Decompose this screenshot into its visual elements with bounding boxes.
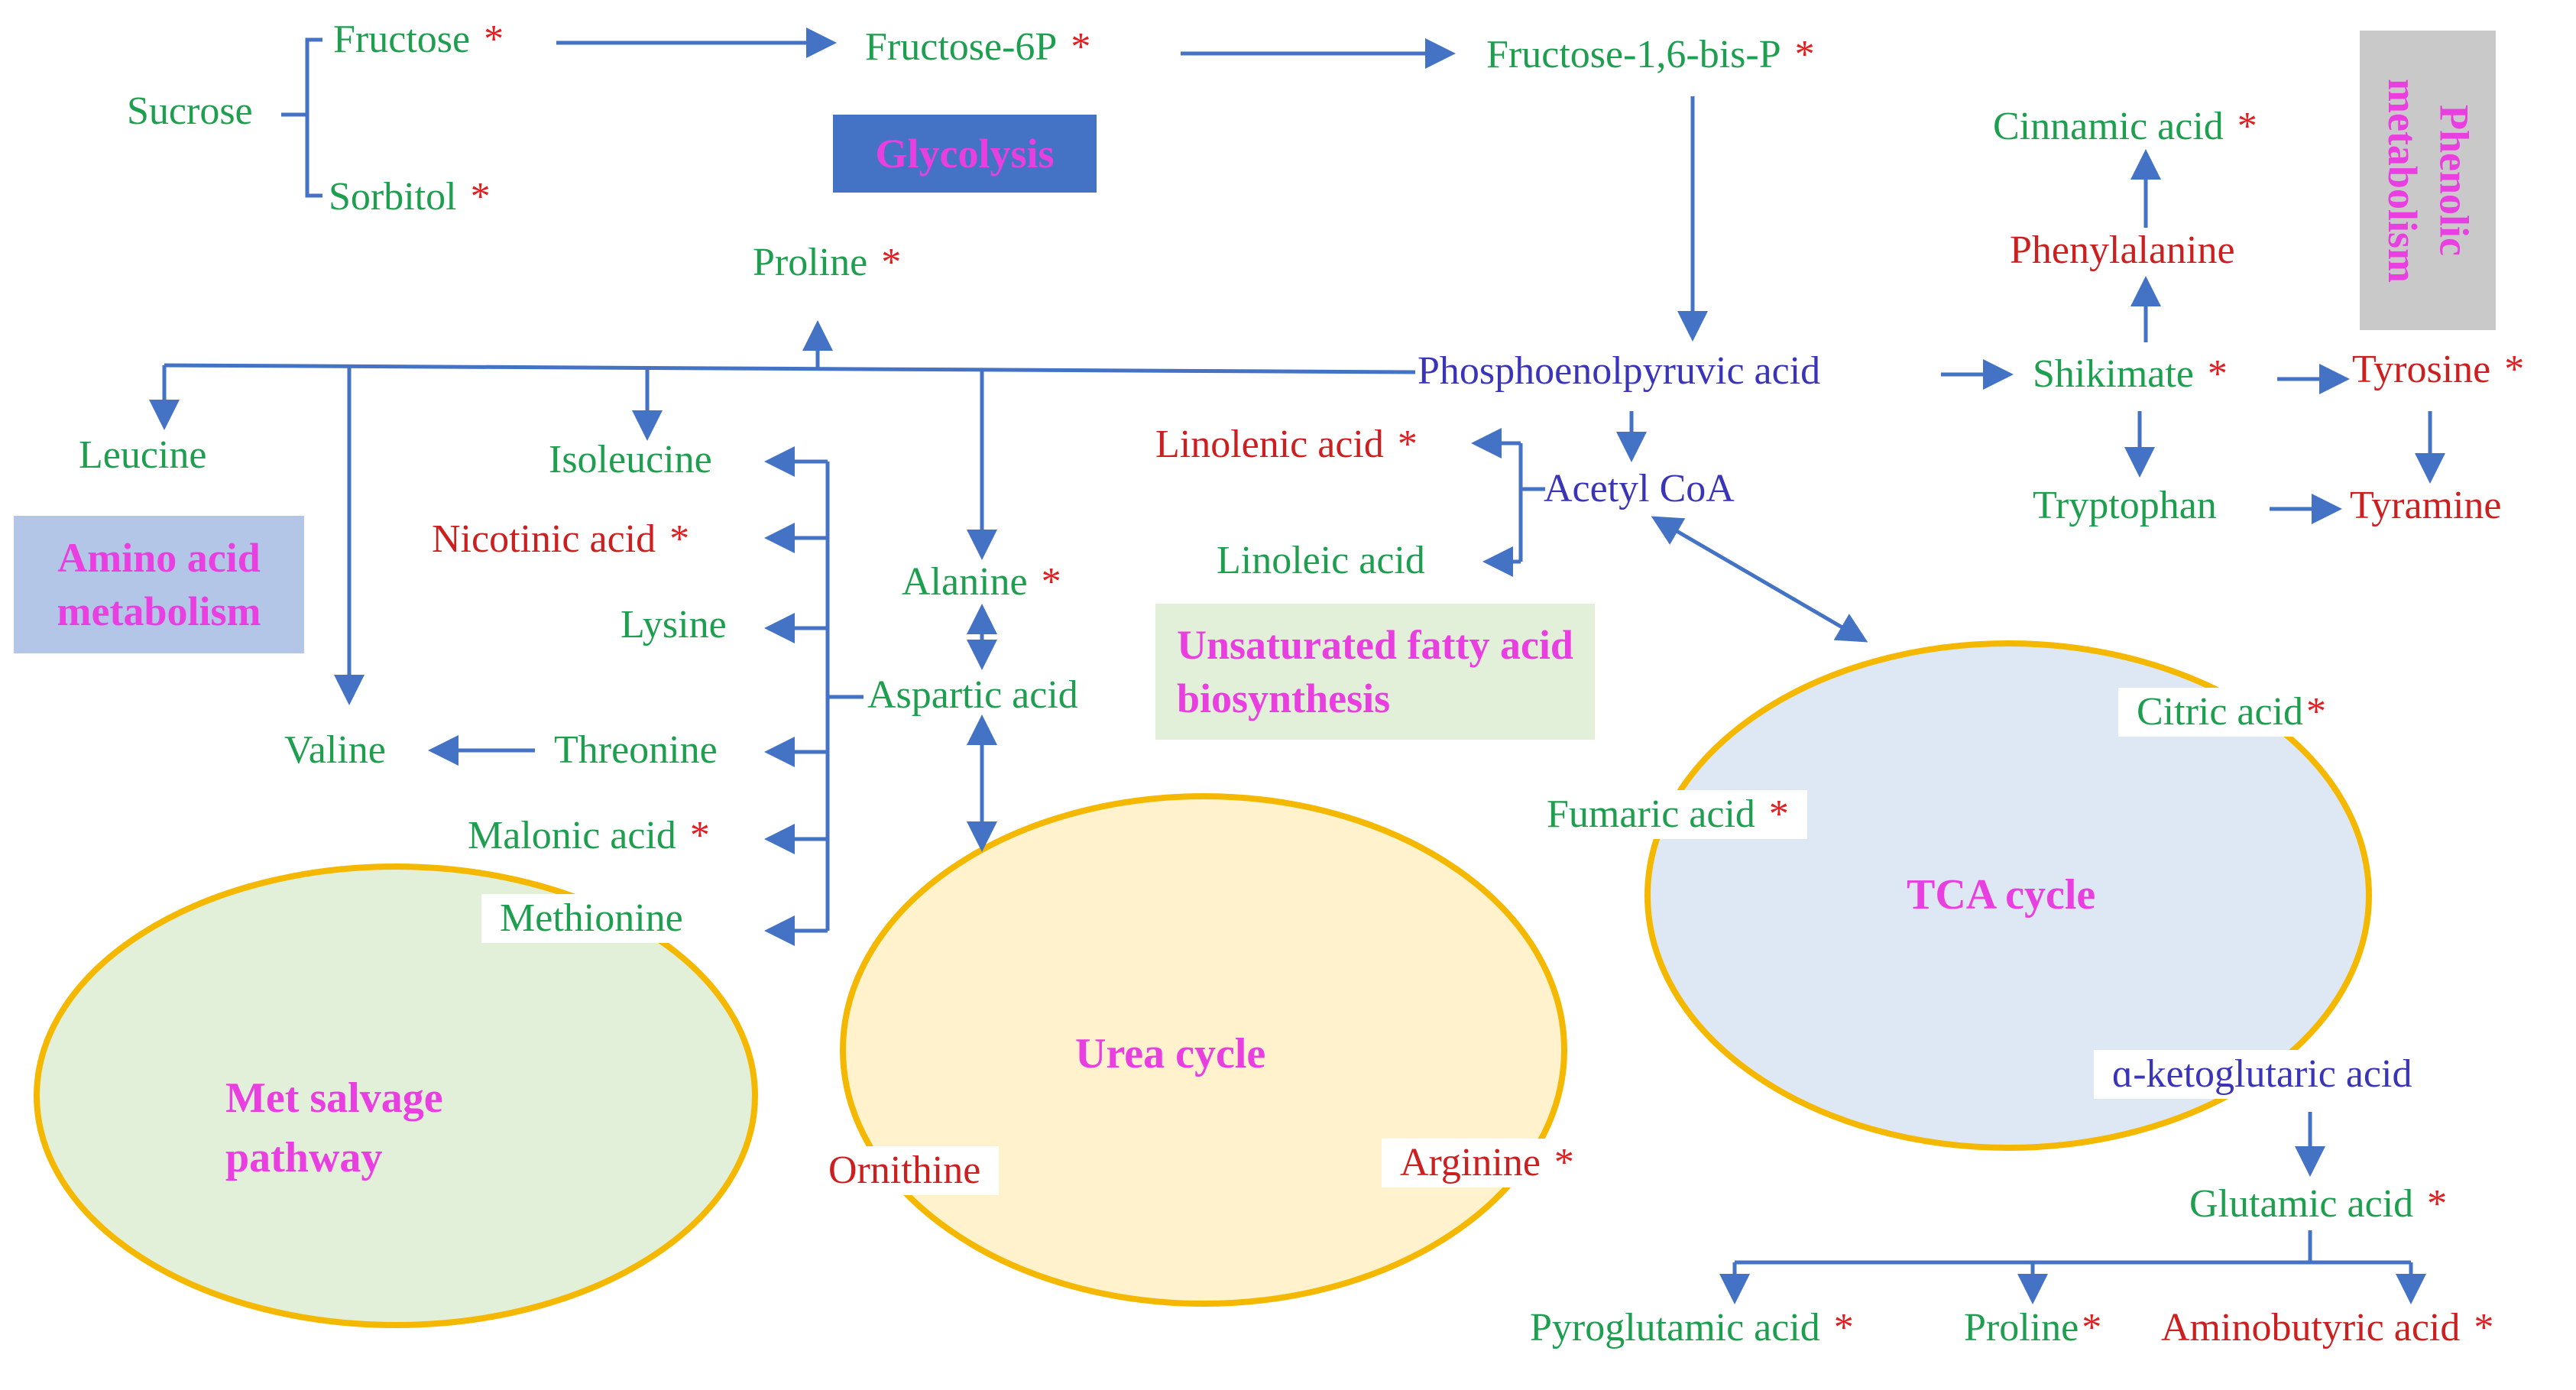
phenolic-metabolism-label: Phenolic metabolism bbox=[2380, 78, 2477, 283]
tyramine-node: Tyramine bbox=[2350, 484, 2502, 527]
fumaric-acid-node: Fumaric acid* bbox=[1528, 790, 1807, 839]
shikimate-node: Shikimate* bbox=[2033, 352, 2228, 396]
significance-marker: * bbox=[484, 18, 504, 61]
significance-marker: * bbox=[1833, 1306, 1854, 1349]
alanine-node: Alanine* bbox=[902, 560, 1061, 604]
citric-acid-node: Citric acid* bbox=[2118, 688, 2345, 737]
glycolysis-label: Glycolysis bbox=[875, 130, 1055, 177]
significance-marker: * bbox=[1768, 792, 1789, 836]
fructose-6p-node: Fructose-6P* bbox=[865, 25, 1091, 69]
pathway-arrows bbox=[149, 28, 2445, 1304]
significance-marker: * bbox=[669, 517, 690, 561]
glutamic-acid-node: Glutamic acid* bbox=[2189, 1182, 2448, 1226]
significance-marker: * bbox=[881, 241, 902, 284]
methionine-node: Methionine bbox=[481, 894, 702, 943]
significance-marker: * bbox=[2306, 690, 2327, 734]
significance-marker: * bbox=[1554, 1141, 1574, 1184]
proline-node: Proline* bbox=[753, 241, 902, 284]
valine-node: Valine bbox=[284, 728, 386, 772]
ornithine-node: Ornithine bbox=[810, 1146, 1000, 1195]
significance-marker: * bbox=[2427, 1182, 2448, 1226]
tryptophan-node: Tryptophan bbox=[2033, 484, 2217, 527]
significance-marker: * bbox=[470, 175, 491, 219]
malonic-acid-node: Malonic acid* bbox=[468, 814, 710, 857]
glycolysis-box: Glycolysis bbox=[833, 115, 1097, 193]
unsaturated-fatty-acid-label: Unsaturated fatty acid biosynthesis bbox=[1177, 621, 1573, 721]
sorbitol-node: Sorbitol* bbox=[329, 175, 491, 219]
sucrose-branch bbox=[281, 37, 322, 198]
tca-cycle bbox=[1644, 640, 2372, 1151]
fructose-16bp-node: Fructose-1,6-bis-P* bbox=[1486, 33, 1815, 76]
amino-acid-metabolism-box: Amino acid metabolism bbox=[14, 516, 304, 653]
significance-marker: * bbox=[2474, 1306, 2494, 1349]
significance-marker: * bbox=[1041, 560, 1061, 604]
tca-cycle-label: TCA cycle bbox=[1907, 871, 2096, 919]
acetyl-coa-node: Acetyl CoA bbox=[1544, 467, 1735, 510]
pep-node: Phosphoenolpyruvic acid bbox=[1418, 349, 1821, 393]
threonine-node: Threonine bbox=[554, 728, 718, 772]
significance-marker: * bbox=[2082, 1306, 2102, 1349]
met-salvage-cycle bbox=[34, 863, 758, 1328]
linoleic-acid-node: Linoleic acid bbox=[1217, 539, 1425, 582]
proline-2-node: Proline* bbox=[1964, 1306, 2102, 1349]
aspartic-acid-node: Aspartic acid bbox=[867, 673, 1078, 717]
cinnamic-acid-node: Cinnamic acid* bbox=[1993, 105, 2257, 148]
phenolic-metabolism-box: Phenolic metabolism bbox=[2360, 31, 2496, 330]
significance-marker: * bbox=[1071, 25, 1091, 69]
leucine-node: Leucine bbox=[79, 433, 207, 477]
ketoglutaric-acid-node: ɑ-ketoglutaric acid bbox=[2094, 1050, 2431, 1099]
significance-marker: * bbox=[2504, 348, 2525, 391]
tyrosine-node: Tyrosine* bbox=[2352, 348, 2525, 391]
phenylalanine-node: Phenylalanine bbox=[2010, 228, 2235, 272]
significance-marker: * bbox=[1397, 423, 1418, 466]
amino-acid-metabolism-label: Amino acid metabolism bbox=[57, 534, 261, 634]
sucrose-node: Sucrose bbox=[127, 89, 253, 133]
significance-marker: * bbox=[689, 814, 710, 857]
isoleucine-node: Isoleucine bbox=[549, 438, 712, 481]
linolenic-acid-node: Linolenic acid* bbox=[1155, 423, 1418, 466]
significance-marker: * bbox=[2207, 352, 2228, 396]
unsaturated-fatty-acid-box: Unsaturated fatty acid biosynthesis bbox=[1155, 604, 1595, 740]
fructose-node: Fructose* bbox=[333, 18, 504, 61]
arginine-node: Arginine* bbox=[1382, 1139, 1593, 1187]
lysine-node: Lysine bbox=[621, 603, 727, 646]
significance-marker: * bbox=[2237, 105, 2257, 148]
pyroglutamic-acid-node: Pyroglutamic acid* bbox=[1530, 1306, 1854, 1349]
aminobutyric-acid-node: Aminobutyric acid* bbox=[2161, 1306, 2494, 1349]
met-salvage-label: Met salvage pathway bbox=[225, 1074, 443, 1182]
significance-marker: * bbox=[1794, 33, 1815, 76]
nicotinic-acid-node: Nicotinic acid* bbox=[432, 517, 690, 561]
urea-cycle-label: Urea cycle bbox=[1075, 1030, 1266, 1077]
